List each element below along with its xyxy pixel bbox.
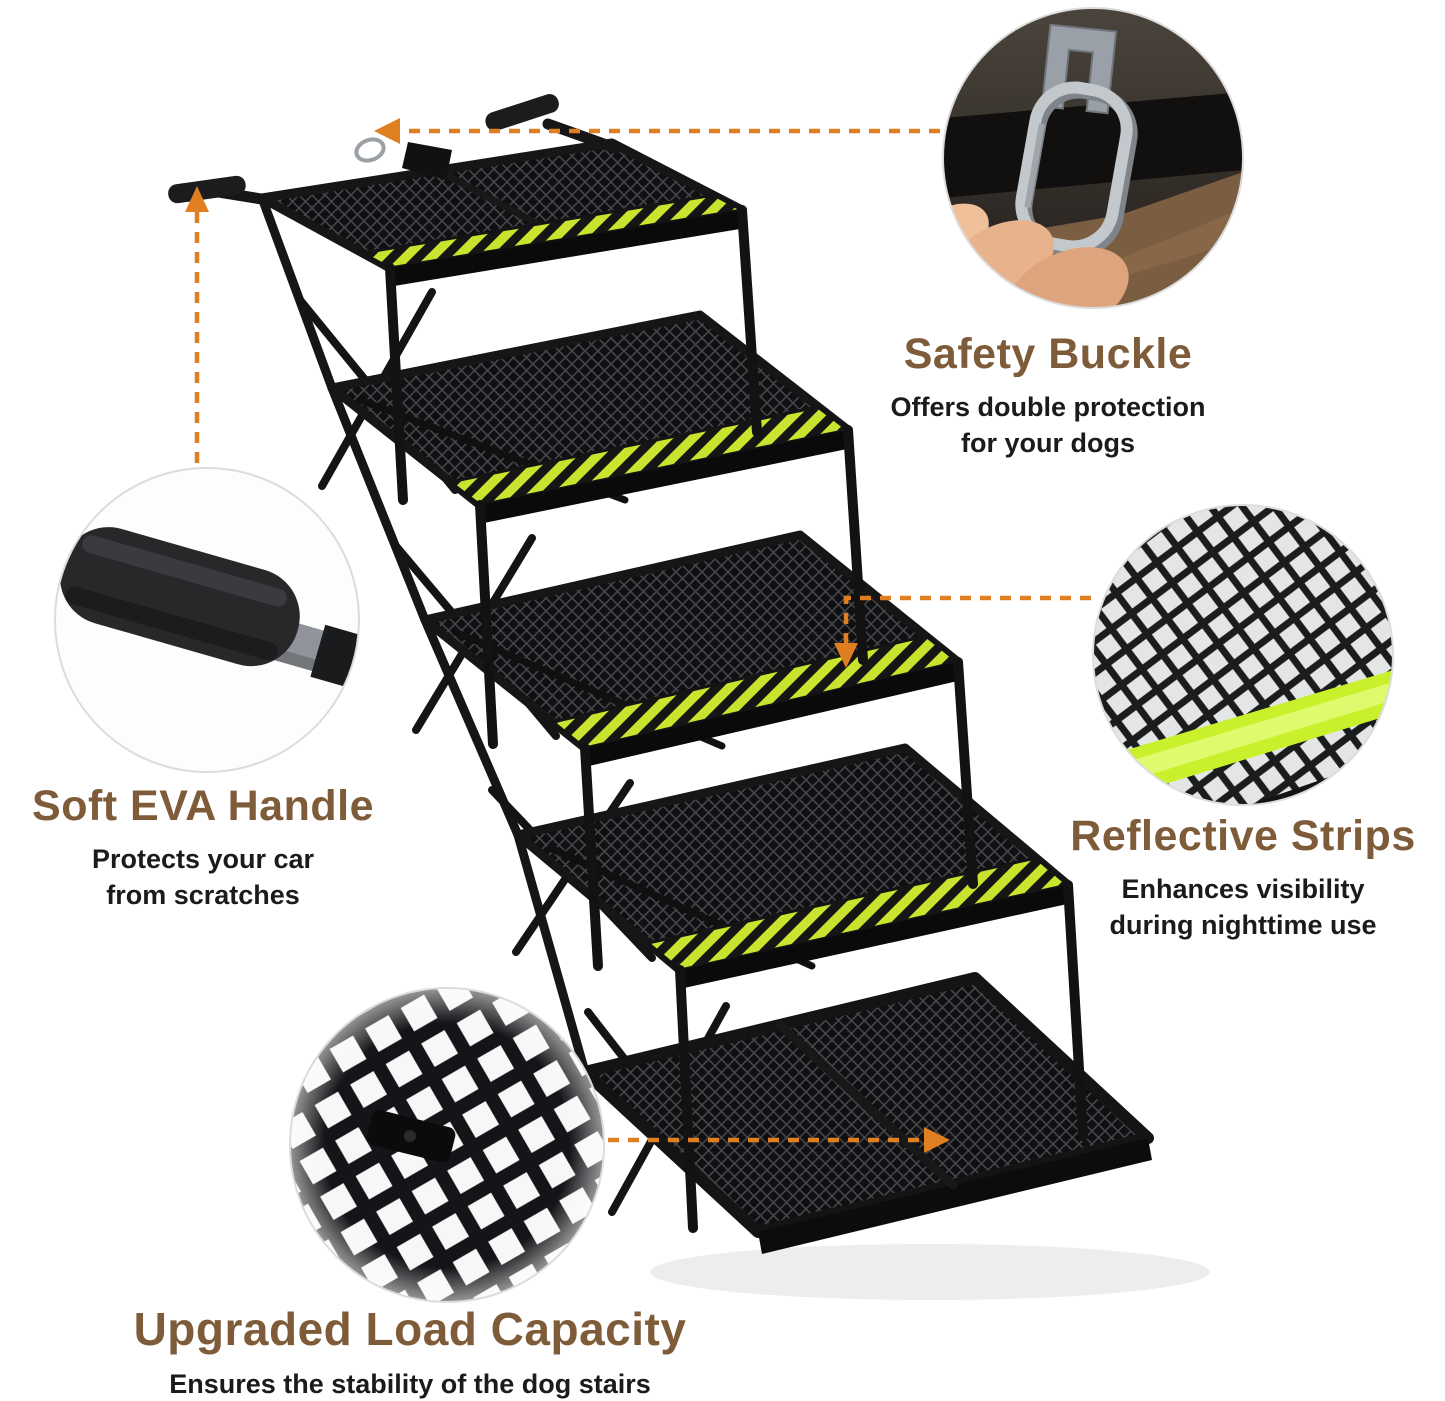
- rear-fold-rails: [257, 193, 590, 1077]
- safety-strap-and-carabiner: [354, 137, 452, 180]
- arrow-heads: [185, 118, 950, 1153]
- feature-desc-line: for your dogs: [961, 428, 1135, 458]
- arrow-to-reflective-strip: [843, 595, 1091, 646]
- step-1-top-platform: [257, 138, 747, 286]
- mesh-closeup: [1093, 505, 1393, 805]
- eva-foam-sleeve: [60, 527, 300, 667]
- ground-shadow: [650, 1244, 1210, 1300]
- reflective-strip: [646, 856, 1070, 972]
- eva-handle-tip: [485, 94, 559, 131]
- feature-title-load-capacity: Upgraded Load Capacity: [133, 1303, 687, 1355]
- callout-arrows: [194, 128, 1091, 1143]
- carabiner-icon: [354, 137, 386, 163]
- feature-desc-line: during nighttime use: [1109, 910, 1377, 940]
- feature-desc-line: from scratches: [106, 880, 300, 910]
- feature-title-safety-buckle: Safety Buckle: [903, 330, 1193, 378]
- reflective-strip: [448, 405, 850, 507]
- feature-load-capacity: Upgraded Load Capacity Ensures the stabi…: [60, 1302, 760, 1401]
- feature-title-reflective-strips: Reflective Strips: [1070, 812, 1416, 860]
- feature-title-eva-handle: Soft EVA Handle: [32, 782, 374, 830]
- feature-reflective-strips: Reflective Strips Enhances visibility du…: [1043, 812, 1443, 943]
- step-4: [513, 743, 1073, 988]
- eva-handles: [168, 94, 621, 206]
- step-3: [420, 530, 963, 766]
- feature-desc-line: Offers double protection: [890, 392, 1206, 422]
- step-2: [327, 310, 853, 523]
- carabiner-icon: [1015, 81, 1138, 258]
- feature-safety-buckle: Safety Buckle Offers double protection f…: [848, 330, 1248, 461]
- frame-posts: [385, 205, 1088, 1233]
- step-5-bottom-platform: [579, 972, 1154, 1254]
- feature-eva-handle: Soft EVA Handle Protects your car from s…: [3, 782, 403, 913]
- load-capacity-photo-circle: [289, 987, 605, 1303]
- eva-handle-photo-circle: [54, 467, 360, 773]
- feature-desc-line: Enhances visibility: [1121, 874, 1365, 904]
- dog-stairs-illustration: [168, 94, 1154, 1254]
- feature-desc-line: Protects your car: [91, 844, 315, 874]
- feature-desc-line: Ensures the stability of the dog stairs: [169, 1369, 651, 1399]
- strap-buckle: [402, 142, 452, 180]
- safety-buckle-photo-circle: [942, 7, 1244, 309]
- eva-handle-tip: [168, 175, 246, 204]
